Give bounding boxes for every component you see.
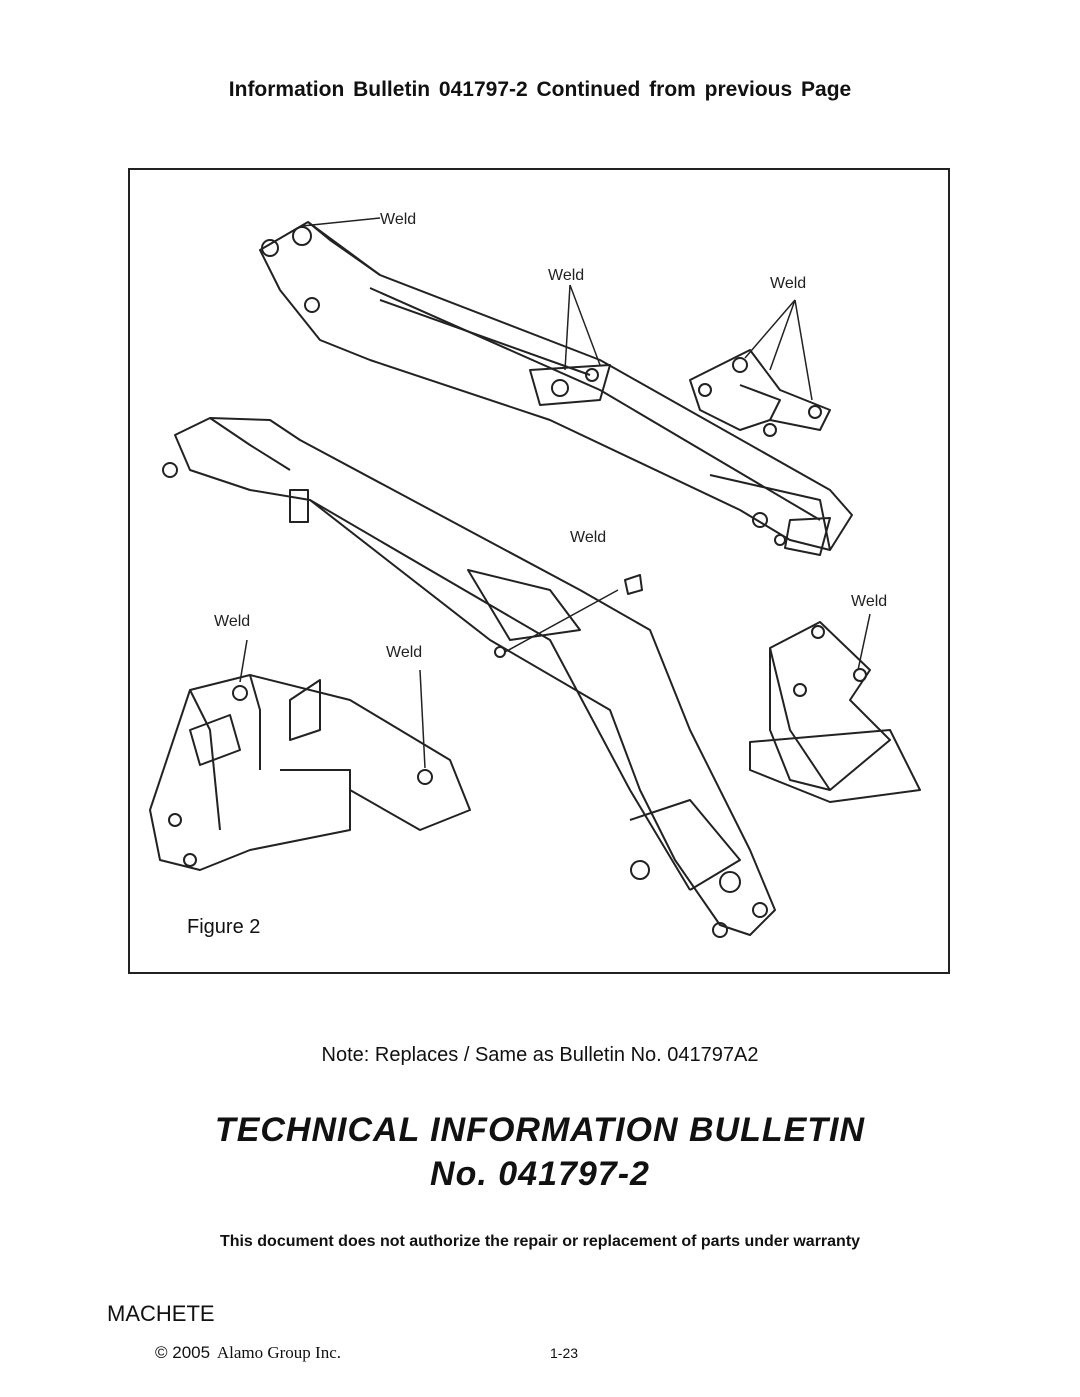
weld-label: Weld	[548, 267, 584, 284]
replacement-note: Note: Replaces / Same as Bulletin No. 04…	[321, 1044, 759, 1066]
figure-caption: Figure 2	[187, 916, 261, 938]
product-name: MACHETE	[107, 1301, 215, 1326]
weld-label: Weld	[851, 593, 887, 610]
bulletin-number: No. 041797-2	[430, 1155, 650, 1193]
page-number: 1-23	[550, 1345, 579, 1361]
weld-nut	[624, 574, 643, 595]
weld-label: Weld	[770, 275, 806, 292]
small-linkage-bracket	[689, 349, 831, 437]
warranty-disclaimer: This document does not authorize the rep…	[219, 1233, 861, 1250]
copyright-line: © 2005 Alamo Group Inc.	[155, 1343, 341, 1363]
weld-label: Weld	[214, 613, 250, 630]
bulletin-title: TECHNICAL INFORMATION BULLETIN No. 04179…	[0, 1108, 1080, 1196]
upper-boom-arm	[259, 221, 853, 556]
weld-label: Weld	[386, 644, 422, 661]
copyright-symbol: ©	[155, 1343, 168, 1362]
figure-frame: Weld Weld Weld Weld Weld Weld Weld Figur…	[128, 168, 950, 974]
weld-label: Weld	[380, 211, 416, 228]
upright-mount	[749, 621, 921, 803]
company-name: Alamo Group Inc.	[216, 1343, 341, 1362]
bulletin-title-line1: TECHNICAL INFORMATION BULLETIN	[214, 1111, 866, 1149]
base-frame	[149, 674, 471, 871]
bulletin-continuation-header: Information Bulletin 041797-2 Continued …	[228, 78, 852, 101]
weld-label: Weld	[570, 529, 606, 546]
copyright-year: 2005	[172, 1343, 211, 1362]
weld-leader-lines	[239, 217, 871, 769]
boom-parts-drawing: Weld Weld Weld Weld Weld Weld Weld	[149, 211, 921, 938]
lower-boom-arm	[162, 417, 776, 938]
